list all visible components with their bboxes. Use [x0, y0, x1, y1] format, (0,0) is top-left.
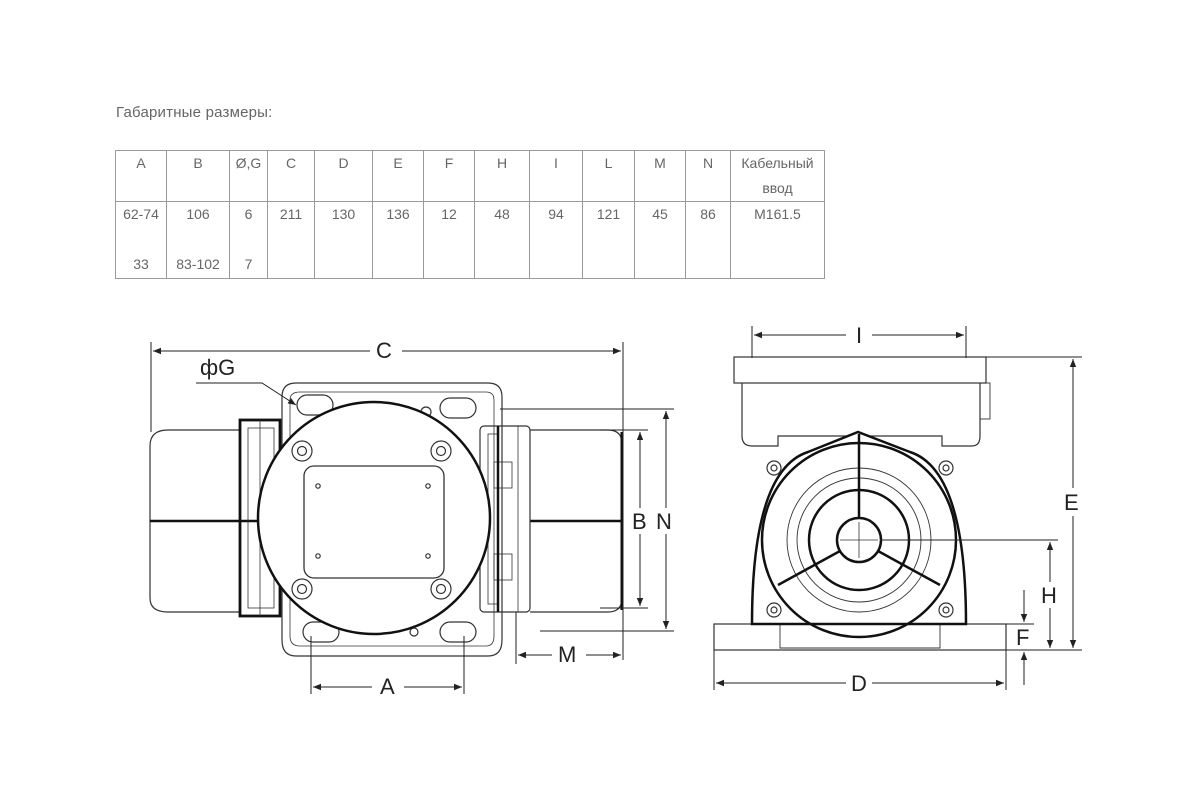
dimensions-table: A B Ø,G C D E F H I L M N Кабельный ввод… — [115, 150, 825, 279]
terminal-cap — [733, 356, 987, 384]
small-hole-bottom — [409, 627, 419, 637]
value-b-2: 83-102 — [176, 256, 220, 272]
header-cell-n: N — [685, 150, 731, 202]
value-cell-f: 12 — [423, 201, 475, 279]
value-cell-m: 45 — [634, 201, 686, 279]
label-a: A — [380, 674, 395, 699]
dimensions-heading: Габаритные размеры: — [116, 104, 273, 121]
front-view-dimensions — [150, 342, 674, 694]
value-cell-h: 48 — [474, 201, 530, 279]
value-cell-e: 136 — [372, 201, 424, 279]
value-cell-cable-entry: M161.5 — [730, 201, 825, 279]
mounting-slot-bottom-right — [439, 621, 477, 643]
label-h: H — [1041, 583, 1057, 608]
header-cell-cable-entry: Кабельный ввод — [730, 150, 825, 202]
mounting-slot-top-right — [439, 397, 477, 419]
side-view-labels: I E H F D — [851, 323, 1079, 696]
terminal-box — [303, 465, 445, 579]
header-cell-h: H — [474, 150, 530, 202]
value-a-1: 62-74 — [123, 206, 159, 222]
label-b: B — [632, 509, 647, 534]
header-cell-b: B — [166, 150, 230, 202]
mounting-plate-inner — [289, 391, 495, 647]
value-cell-a: 62-74 33 — [115, 201, 167, 279]
label-c: C — [376, 338, 392, 363]
label-e: E — [1064, 490, 1079, 515]
label-phi-g: фG — [200, 355, 235, 380]
value-cell-b: 106 83-102 — [166, 201, 230, 279]
side-view-dimensions — [713, 326, 1082, 690]
label-n: N — [656, 509, 672, 534]
label-i: I — [856, 323, 862, 348]
header-cell-e: E — [372, 150, 424, 202]
side-view — [713, 356, 1007, 651]
motor-disc — [256, 400, 492, 636]
side-bolts — [766, 460, 954, 618]
header-cell-g: Ø,G — [229, 150, 268, 202]
header-cell-a: A — [115, 150, 167, 202]
mounting-slot-top-left — [296, 394, 334, 416]
value-cell-n: 86 — [685, 201, 731, 279]
value-a-2: 33 — [133, 256, 149, 272]
value-g-1: 6 — [244, 206, 253, 222]
header-cell-f: F — [423, 150, 475, 202]
label-f: F — [1016, 625, 1029, 650]
header-cell-d: D — [314, 150, 373, 202]
front-view-labels: C фG A B N M — [200, 338, 672, 699]
table-header-row: A B Ø,G C D E F H I L M N Кабельный ввод — [115, 150, 825, 202]
value-b-1: 106 — [186, 206, 210, 222]
front-view — [149, 382, 624, 657]
cover-bolts — [291, 440, 452, 600]
value-g-2: 7 — [244, 256, 253, 272]
value-cell-d: 130 — [314, 201, 373, 279]
mounting-plate — [281, 382, 503, 657]
label-m: M — [558, 642, 576, 667]
value-cell-i: 94 — [529, 201, 583, 279]
label-d: D — [851, 671, 867, 696]
